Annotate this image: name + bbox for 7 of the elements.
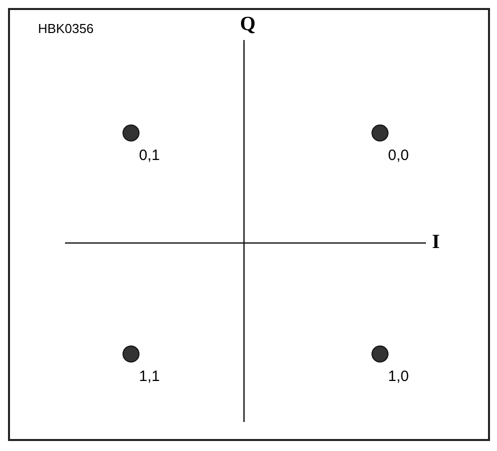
axis-label: I [432, 232, 440, 252]
figure-id: HBK0356 [38, 22, 94, 35]
symbol-label: 1,0 [388, 369, 409, 384]
symbol-label: 0,1 [139, 148, 160, 163]
symbol-label: 1,1 [139, 369, 160, 384]
symbol-label: 0,0 [388, 148, 409, 163]
axis-label: Q [240, 14, 256, 34]
